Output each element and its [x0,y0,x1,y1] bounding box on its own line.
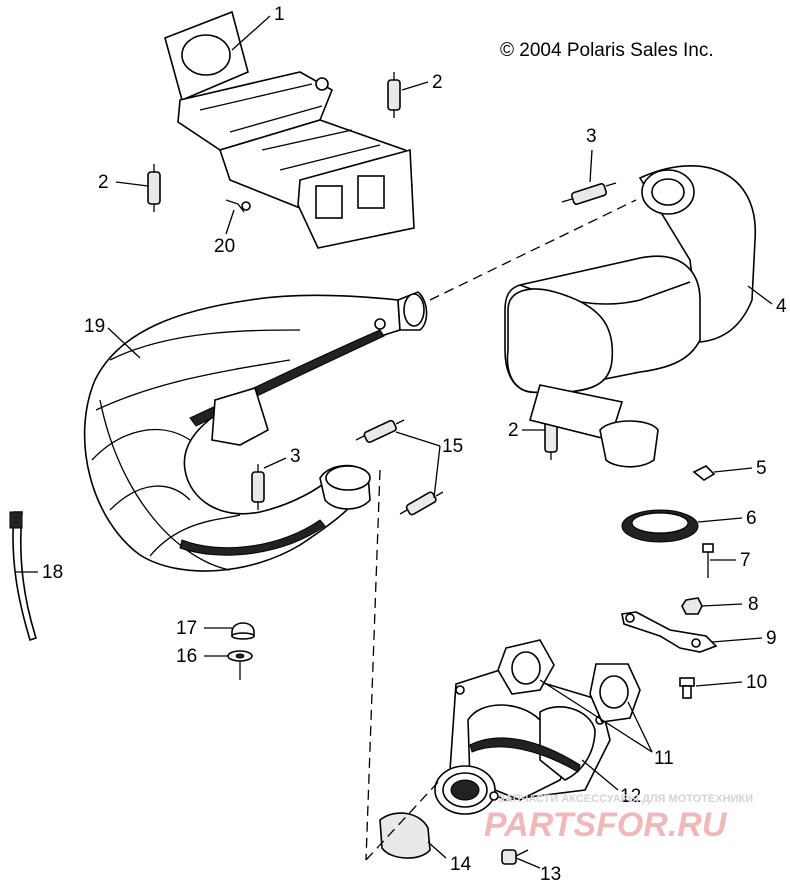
part-1-mounting-bracket [164,10,415,249]
callout-4: 4 [776,296,787,317]
callout-1: 1 [274,4,285,25]
callout-3-mid: 3 [290,446,301,467]
part-4-muffler [504,165,756,468]
part-15-spring-lower [399,491,444,516]
part-5-clip [692,465,716,481]
watermark-site: PARTSFOR.RU [484,806,728,844]
watermark: ЗАПЧАСТИ АКСЕССУАРЫ ДЛЯ МОТОТЕХНИКИ PART… [484,793,753,844]
leader-lines [16,15,773,869]
callout-20: 20 [214,236,235,257]
callout-numbers: 1 2 2 20 3 4 19 2 3 15 5 6 7 8 9 10 11 1… [42,4,787,885]
part-9-bracket [621,611,718,653]
part-18-strap [9,511,37,642]
callout-17: 17 [176,618,197,639]
part-12-manifold [434,669,611,815]
part-6-gasket [621,509,699,543]
callout-7: 7 [740,550,751,571]
callout-8: 8 [748,594,759,615]
watermark-tagline: ЗАПЧАСТИ АКСЕССУАРЫ ДЛЯ МОТОТЕХНИКИ [498,793,753,805]
part-2-spring-left [147,164,161,212]
callout-13: 13 [540,864,561,885]
assembly-dashed-lines [365,199,637,861]
part-3-spring-top [561,182,617,205]
callout-2-left: 2 [98,172,109,193]
part-17-grommet [231,622,255,640]
callout-10: 10 [746,672,767,693]
part-15-spring-upper [355,419,405,444]
callout-5: 5 [756,458,767,479]
part-10-bolt [679,677,695,699]
part-19-exhaust-pipe [83,291,428,572]
part-3-spring-mid [251,464,265,510]
callout-12: 12 [620,786,641,807]
callout-6: 6 [746,508,757,529]
callout-2-center: 2 [508,420,519,441]
part-11-gasket-right [589,663,641,723]
part-7-bolt [702,543,714,578]
callout-2-top: 2 [432,72,443,93]
part-20-pin [225,199,251,213]
callout-18: 18 [42,562,63,583]
callout-16: 16 [176,646,197,667]
callout-15: 15 [442,436,463,457]
part-2-spring-top [387,72,401,118]
part-13-sensor [501,849,529,865]
callout-19: 19 [84,316,105,337]
callout-3-top: 3 [586,126,597,147]
part-8-nut [681,597,703,615]
part-14-coupler [379,812,431,859]
copyright-text: © 2004 Polaris Sales Inc. [500,40,714,61]
callout-14: 14 [450,854,472,875]
callout-11: 11 [654,748,674,769]
part-16-washer [227,650,253,680]
callout-9: 9 [766,628,777,649]
